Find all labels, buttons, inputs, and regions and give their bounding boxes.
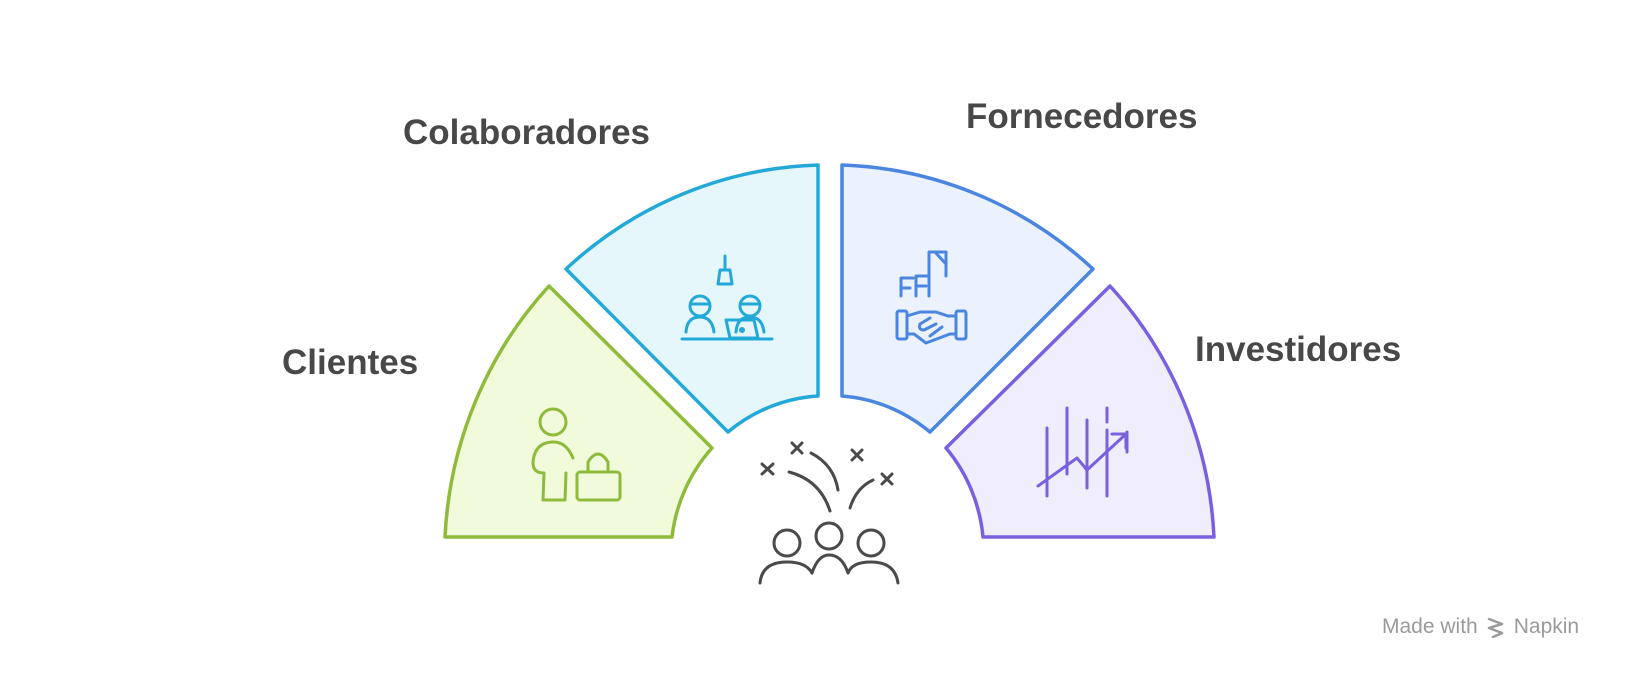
team-meeting-icon (680, 254, 774, 341)
label-colaboradores: Colaboradores (403, 113, 650, 152)
napkin-watermark[interactable]: Made with Napkin (1382, 615, 1579, 639)
label-investidores: Investidores (1195, 330, 1402, 369)
watermark-brand: Napkin (1513, 615, 1580, 638)
watermark-prefix: Made with (1382, 615, 1478, 638)
segment-colaboradores (564, 163, 820, 434)
label-clientes: Clientes (282, 343, 419, 382)
celebrating-group-icon (758, 441, 900, 585)
growth-chart-icon (1036, 406, 1129, 498)
segment-fornecedores (840, 163, 1095, 434)
label-fornecedores: Fornecedores (966, 97, 1198, 136)
handshake-buildings-icon (895, 250, 968, 345)
shopper-with-bag-icon (531, 407, 622, 502)
napkin-logo-icon (1487, 617, 1503, 638)
segment-investidores (944, 284, 1216, 539)
segment-clientes (443, 284, 714, 539)
